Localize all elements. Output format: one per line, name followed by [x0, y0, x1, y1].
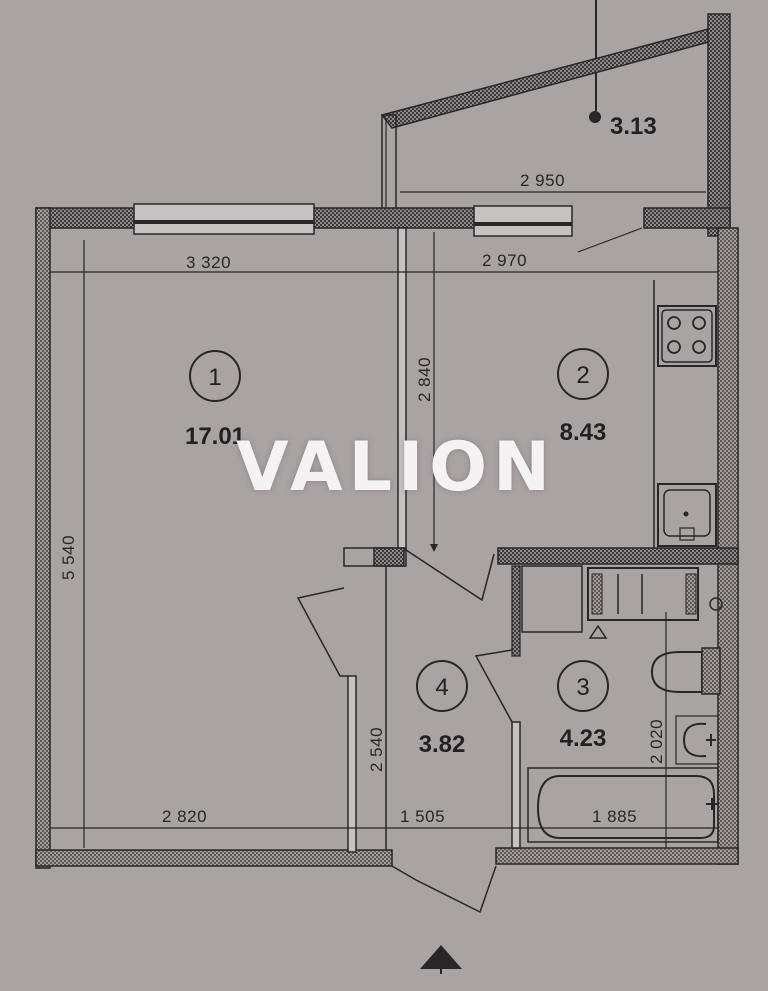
- room-1-label: 1 17.01: [185, 350, 245, 450]
- dimension-lines: [50, 232, 718, 848]
- toilet-icon: [650, 647, 721, 695]
- room-4-label: 4 3.82: [416, 660, 468, 758]
- balcony-parapet-wall: [380, 27, 717, 129]
- hall-height-label: 2 540: [367, 727, 386, 772]
- balcony: 2 950 3.13: [380, 0, 731, 237]
- exterior-walls: [35, 207, 739, 869]
- room-1-bottom-width-label: 2 820: [162, 807, 207, 826]
- room-2-label: 2 8.43: [557, 348, 609, 446]
- window-room-2: [473, 205, 573, 237]
- watermark: VALION: [236, 428, 556, 507]
- svg-text:3: 3: [576, 674, 589, 701]
- window-room-1: [133, 203, 315, 235]
- balcony-side-wall: [707, 13, 731, 237]
- room-2-height-label: 2 840: [415, 357, 434, 402]
- room-1-top-width-label: 3 320: [186, 253, 231, 272]
- interior-walls: [343, 227, 739, 853]
- stove-icon: [657, 305, 717, 367]
- balcony-door-line: [577, 227, 643, 253]
- bathtub-icon: [527, 767, 719, 843]
- washing-machine-icon: [521, 565, 583, 633]
- washbasin-icon: [675, 715, 719, 765]
- svg-text:4: 4: [435, 674, 448, 701]
- doors: [296, 549, 513, 914]
- room-1-height-label: 5 540: [59, 535, 78, 580]
- room-2-top-width-label: 2 970: [482, 251, 527, 270]
- bath-height-label: 2 020: [647, 719, 666, 764]
- entrance-arrow-icon: [420, 945, 462, 974]
- svg-text:2: 2: [576, 362, 589, 389]
- bath-width-label: 1 885: [592, 807, 637, 826]
- riser-icon: [588, 597, 723, 639]
- room-1-area: 17.01: [185, 423, 245, 450]
- room-2-area: 8.43: [560, 419, 607, 446]
- kitchen-sink-icon: [657, 483, 717, 547]
- balcony-width-label: 2 950: [520, 171, 565, 190]
- room-3-label: 3 4.23: [557, 660, 609, 752]
- bathroom-cabinet: [587, 567, 699, 621]
- balcony-left-frame: [381, 114, 397, 211]
- balcony-marker-dot: [589, 111, 601, 123]
- svg-text:1: 1: [208, 364, 221, 391]
- balcony-area-label: 3.13: [610, 113, 657, 140]
- room-4-area: 3.82: [419, 731, 466, 758]
- room-3-area: 4.23: [560, 725, 607, 752]
- hall-width-label: 1 505: [400, 807, 445, 826]
